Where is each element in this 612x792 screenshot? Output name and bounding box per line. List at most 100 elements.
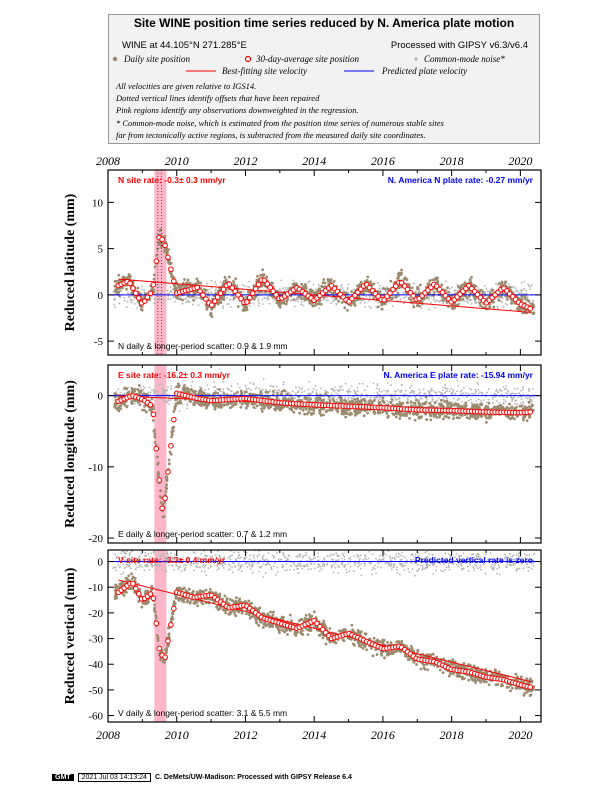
cmn-point xyxy=(230,385,233,388)
cmn-point xyxy=(504,400,507,403)
cmn-point xyxy=(495,388,498,391)
daily-point xyxy=(246,404,250,408)
daily-point xyxy=(432,412,435,416)
cmn-point xyxy=(364,306,366,308)
cmn-point xyxy=(520,289,523,292)
cmn-point xyxy=(278,389,281,391)
cmn-point xyxy=(147,391,150,394)
daily-point xyxy=(145,392,148,396)
cmn-point xyxy=(248,286,251,289)
cmn-point xyxy=(522,388,525,390)
cmn-point xyxy=(394,397,396,400)
cmn-point xyxy=(418,392,420,395)
cmn-point xyxy=(405,389,407,392)
cmn-point xyxy=(330,302,333,305)
avg30-point xyxy=(390,286,396,293)
cmn-point xyxy=(297,300,299,303)
cmn-point xyxy=(266,299,269,301)
daily-point xyxy=(232,402,236,406)
daily-point xyxy=(376,305,380,309)
daily-point xyxy=(231,404,234,408)
daily-point xyxy=(205,307,209,311)
cmn-point xyxy=(471,392,473,395)
cmn-point xyxy=(293,305,296,308)
cmn-point xyxy=(356,390,359,393)
cmn-point xyxy=(450,401,453,403)
y-axis-label: Reduced latitude (mm) xyxy=(63,193,78,331)
cmn-point xyxy=(279,391,281,393)
cmn-point xyxy=(424,392,427,395)
cmn-point xyxy=(308,380,311,383)
daily-point xyxy=(421,402,425,405)
daily-point xyxy=(142,392,146,396)
cmn-point xyxy=(450,392,452,395)
daily-point xyxy=(366,275,370,279)
cmn-point xyxy=(511,398,514,401)
daily-point xyxy=(405,401,409,405)
daily-point xyxy=(283,389,286,393)
daily-point xyxy=(247,290,250,293)
cmn-point xyxy=(528,284,530,287)
daily-point xyxy=(507,407,511,410)
daily-point xyxy=(396,272,400,276)
cmn-point xyxy=(340,285,342,287)
cmn-point xyxy=(400,384,403,387)
cmn-point xyxy=(369,396,372,399)
cmn-point xyxy=(177,403,179,406)
cmn-point xyxy=(131,299,134,302)
daily-point xyxy=(523,297,527,300)
daily-point xyxy=(244,390,248,394)
daily-point xyxy=(518,404,522,408)
cmn-point xyxy=(266,297,269,299)
daily-point xyxy=(280,301,284,305)
daily-point xyxy=(278,305,282,309)
cmn-point xyxy=(318,307,321,310)
daily-point xyxy=(460,414,464,417)
cmn-point xyxy=(298,386,301,389)
cmn-point xyxy=(303,390,306,392)
daily-point xyxy=(355,412,359,415)
daily-point xyxy=(343,291,347,295)
cmn-point xyxy=(511,286,514,289)
daily-point xyxy=(463,282,467,286)
daily-point xyxy=(138,403,142,407)
daily-point xyxy=(355,298,359,302)
cmn-point xyxy=(506,304,509,306)
cmn-point xyxy=(314,384,317,387)
daily-point xyxy=(396,277,400,280)
cmn-point xyxy=(428,296,431,299)
cmn-point xyxy=(375,387,378,390)
daily-point xyxy=(513,406,516,410)
daily-point xyxy=(471,404,475,408)
daily-point xyxy=(472,283,476,287)
daily-point xyxy=(155,455,159,459)
daily-point xyxy=(174,287,178,291)
daily-point xyxy=(222,279,226,283)
daily-point xyxy=(227,275,231,279)
cmn-point xyxy=(325,299,328,301)
daily-point xyxy=(302,285,306,289)
daily-point xyxy=(433,400,437,404)
daily-point xyxy=(260,407,264,411)
daily-point xyxy=(244,406,248,410)
daily-point xyxy=(318,300,321,303)
daily-point xyxy=(525,406,529,410)
avg30-point xyxy=(252,286,259,292)
cmn-point xyxy=(377,301,380,304)
daily-point xyxy=(389,401,393,404)
cmn-point xyxy=(437,397,440,400)
daily-point xyxy=(531,303,535,306)
cmn-point xyxy=(186,402,189,405)
cmn-point xyxy=(530,395,533,398)
cmn-point xyxy=(380,288,382,291)
note-line: Pink regions identify any observations d… xyxy=(116,105,359,116)
cmn-point xyxy=(167,399,170,402)
cmn-point xyxy=(336,389,339,392)
daily-point xyxy=(165,476,168,480)
daily-point xyxy=(114,287,118,291)
daily-point xyxy=(479,402,482,406)
daily-point xyxy=(418,283,422,287)
daily-point xyxy=(202,288,206,291)
daily-point xyxy=(195,277,199,281)
